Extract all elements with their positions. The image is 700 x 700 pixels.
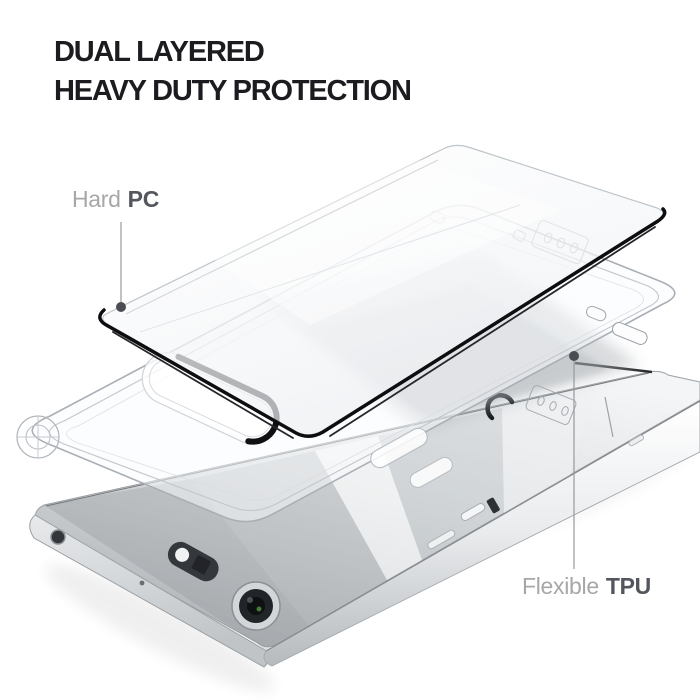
hard-pc-leader-dot bbox=[116, 302, 126, 312]
label-flexible-tpu-prefix: Flexible bbox=[522, 573, 599, 599]
tpu-power-cover bbox=[586, 305, 607, 322]
antenna-line bbox=[604, 396, 614, 438]
pc-sheet-black-edge bbox=[98, 207, 667, 438]
phone-reflection-band bbox=[502, 386, 596, 513]
laser-sensor bbox=[191, 555, 211, 575]
phone-near-edge-seam bbox=[265, 400, 700, 652]
power-button bbox=[460, 503, 486, 521]
hard-pc-back-plate bbox=[98, 144, 667, 439]
label-flexible-tpu-term: TPU bbox=[605, 573, 651, 599]
pc-sheet-black-edge-lower bbox=[112, 226, 656, 439]
flash-led bbox=[175, 547, 190, 562]
headline-line-2: HEAVY DUTY PROTECTION bbox=[54, 75, 412, 107]
tpu-volume-cover bbox=[611, 322, 648, 345]
tpu-port-cutout bbox=[409, 456, 453, 488]
pc-sheet-inner-line bbox=[139, 204, 521, 333]
headline: DUAL LAYERED HEAVY DUTY PROTECTION bbox=[54, 33, 412, 111]
annotation-leaders bbox=[116, 222, 579, 569]
tpu-corner-cushion bbox=[16, 415, 60, 459]
label-hard-pc-prefix: Hard bbox=[72, 186, 121, 212]
camera-highlight bbox=[247, 597, 253, 603]
flash-module bbox=[167, 541, 219, 582]
flexible-tpu-leader-dot bbox=[569, 351, 579, 361]
phone-near-face bbox=[263, 400, 700, 667]
mic-hole bbox=[139, 580, 145, 586]
edge-notch bbox=[486, 497, 500, 514]
headphone-jack bbox=[50, 529, 66, 545]
camera-module bbox=[231, 581, 281, 631]
ground-shadow-left bbox=[44, 563, 276, 693]
camera-glint bbox=[256, 606, 262, 612]
pc-sheet-inner-line bbox=[125, 159, 439, 315]
pc-sheet-sheen bbox=[200, 160, 560, 325]
headline-line-1: DUAL LAYERED bbox=[54, 36, 265, 68]
tpu-port-cutout bbox=[370, 427, 428, 469]
camera-key bbox=[628, 434, 645, 447]
label-hard-pc-term: PC bbox=[127, 186, 160, 212]
tpu-speaker-detail bbox=[525, 385, 577, 425]
volume-button bbox=[427, 529, 456, 550]
